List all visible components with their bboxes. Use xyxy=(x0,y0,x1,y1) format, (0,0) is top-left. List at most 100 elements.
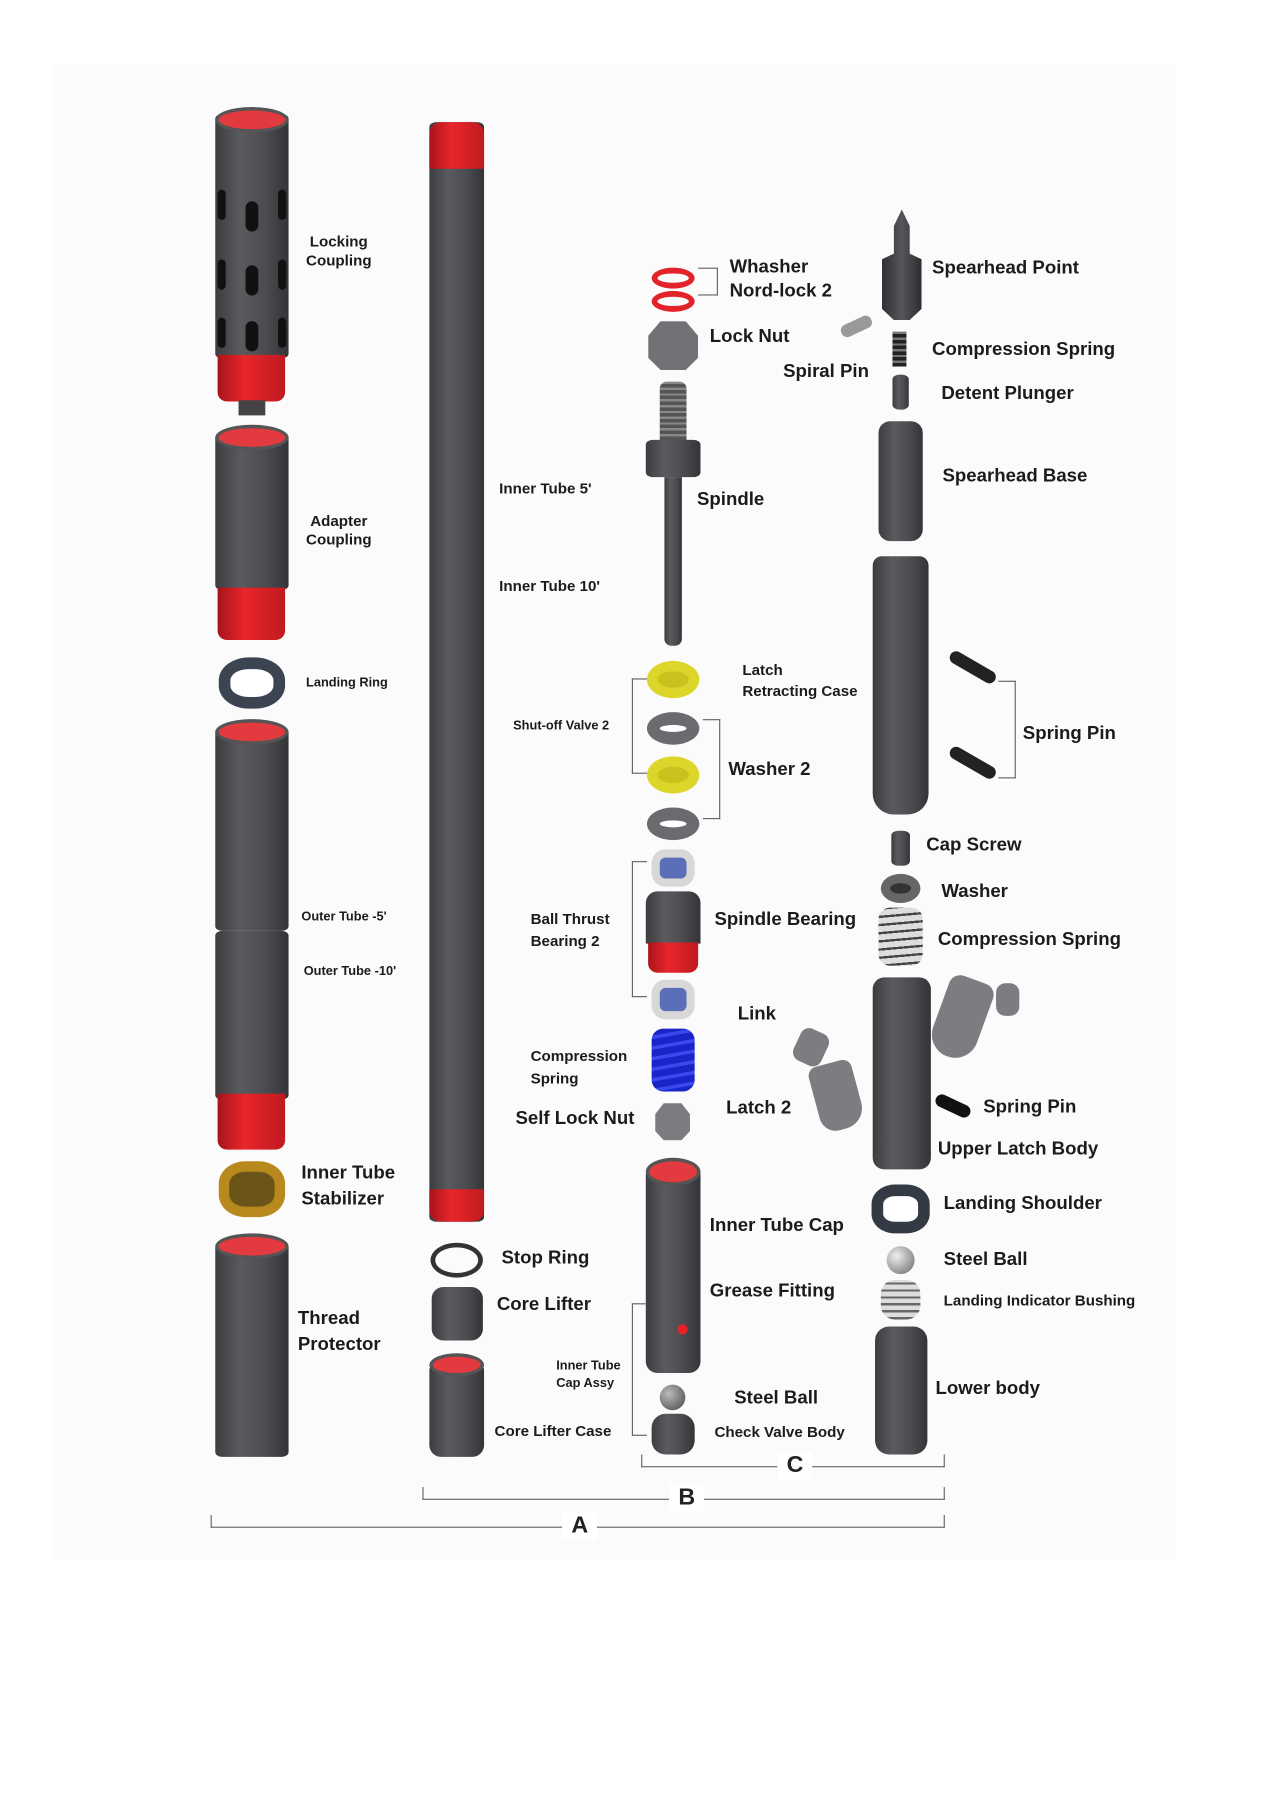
label-washer: Washer xyxy=(941,882,1008,902)
washer xyxy=(880,873,921,903)
label-spearhead-base: Spearhead Base xyxy=(942,466,1088,487)
label-spindle: Spindle xyxy=(696,489,765,510)
inner-tube-stabilizer xyxy=(218,1161,286,1218)
inner-tube-bottom-thread xyxy=(429,1189,485,1222)
label-upper-latch-body: Upper Latch Body xyxy=(937,1139,1099,1159)
label-detent-plunger: Detent Plunger xyxy=(941,383,1074,404)
ball-thrust-bearing-bottom xyxy=(651,979,695,1020)
label-steel-ball-2: Steel Ball xyxy=(943,1249,1028,1270)
inner-tube-top-thread xyxy=(429,122,485,169)
spearhead-base xyxy=(878,421,923,542)
latch-retracting-case xyxy=(872,556,929,815)
compression-spring xyxy=(878,907,923,966)
cap-screw xyxy=(891,830,910,866)
label-washer-2: Washer 2 xyxy=(728,759,811,780)
label-inner-tube-10: Inner Tube 10' xyxy=(499,577,601,595)
label-self-lock-nut: Self Lock Nut xyxy=(515,1108,635,1129)
thread-protector-thread xyxy=(215,1233,289,1260)
washer-bracket xyxy=(698,267,718,296)
cap-assy-bracket xyxy=(631,1303,647,1436)
inner-tube-cap xyxy=(645,1163,701,1374)
outer-tube-5 xyxy=(215,727,289,931)
inner-tube-cap-thread xyxy=(645,1157,701,1186)
spindle-collar xyxy=(645,439,701,478)
label-compression-spring-top: Compression Spring xyxy=(932,339,1116,360)
label-lock-nut: Lock Nut xyxy=(709,326,790,347)
label-spiral-pin: Spiral Pin xyxy=(783,361,869,382)
grease-fitting-port xyxy=(677,1324,688,1335)
spindle-bearing-base xyxy=(648,942,699,973)
thread-protector xyxy=(215,1242,289,1457)
adapter-coupling-pin xyxy=(217,587,286,640)
small-compression-spring xyxy=(892,331,907,367)
label-landing-ring: Landing Ring xyxy=(306,676,388,691)
label-spindle-bearing: Spindle Bearing xyxy=(714,909,857,930)
label-landing-shoulder: Landing Shoulder xyxy=(943,1193,1102,1214)
detent-plunger xyxy=(892,374,909,410)
shutoff-washer-2 xyxy=(646,807,700,841)
washer2-bracket xyxy=(702,719,721,820)
label-inner-tube-cap: Inner Tube Cap xyxy=(709,1215,844,1236)
nord-lock-washer xyxy=(651,267,695,289)
label-landing-indicator-bushing: Landing Indicator Bushing xyxy=(943,1291,1136,1310)
core-lifter xyxy=(431,1286,483,1341)
spring-pin-bracket xyxy=(998,680,1016,779)
shutoff-washer xyxy=(646,712,700,745)
latch-part-small xyxy=(996,983,1020,1016)
adapter-coupling-thread xyxy=(215,424,289,451)
label-core-lifter: Core Lifter xyxy=(496,1295,591,1315)
bearing-bracket xyxy=(631,861,647,998)
upper-latch-body xyxy=(872,977,931,1170)
label-compression-spring-2: Compression Spring xyxy=(937,929,1121,950)
label-check-valve-body: Check Valve Body xyxy=(714,1423,845,1441)
outer-tube-10-pin xyxy=(217,1093,286,1150)
label-grease-fitting: Grease Fitting xyxy=(709,1281,835,1301)
compression-spring-blue xyxy=(651,1028,695,1092)
spindle-thread xyxy=(659,381,687,446)
shutoff-valve-ring xyxy=(646,756,700,794)
label-spring-pin-2: Spring Pin xyxy=(983,1097,1077,1118)
stop-ring xyxy=(430,1242,483,1278)
shutoff-bracket xyxy=(631,678,647,774)
label-lower-body: Lower body xyxy=(935,1378,1041,1399)
label-spring-pin: Spring Pin xyxy=(1022,723,1116,744)
outer-tube-10 xyxy=(215,930,289,1100)
label-shutoff-valve: Shut-off Valve 2 xyxy=(513,719,610,734)
dimension-b-label: B xyxy=(669,1484,705,1512)
check-valve-body xyxy=(651,1413,695,1455)
nord-lock-washer xyxy=(651,290,695,312)
spindle-rod xyxy=(664,477,682,646)
locking-coupling-stub xyxy=(238,400,266,416)
locking-coupling xyxy=(215,114,289,359)
label-inner-tube-5: Inner Tube 5' xyxy=(499,479,592,497)
label-link: Link xyxy=(737,1004,776,1024)
label-spearhead-point: Spearhead Point xyxy=(932,258,1079,279)
label-stop-ring: Stop Ring xyxy=(501,1248,590,1269)
adapter-coupling xyxy=(215,432,289,590)
landing-indicator-bushing xyxy=(880,1279,921,1320)
outer-tube-5-thread xyxy=(215,719,289,745)
locking-coupling-thread xyxy=(215,107,289,133)
label-steel-ball: Steel Ball xyxy=(734,1388,819,1408)
locking-coupling-pin xyxy=(217,354,286,402)
dimension-a-label: A xyxy=(562,1512,598,1540)
inner-tube xyxy=(429,122,485,1222)
label-cap-screw: Cap Screw xyxy=(926,835,1022,856)
self-lock-nut xyxy=(655,1103,691,1141)
label-latch-2: Latch 2 xyxy=(726,1098,792,1119)
steel-ball-2 xyxy=(886,1246,915,1275)
landing-shoulder xyxy=(871,1184,930,1234)
label-core-lifter-case: Core Lifter Case xyxy=(494,1421,612,1440)
landing-ring xyxy=(218,657,286,709)
label-whasher: Whasher xyxy=(729,257,809,277)
label-nord-lock: Nord-lock 2 xyxy=(729,281,832,302)
